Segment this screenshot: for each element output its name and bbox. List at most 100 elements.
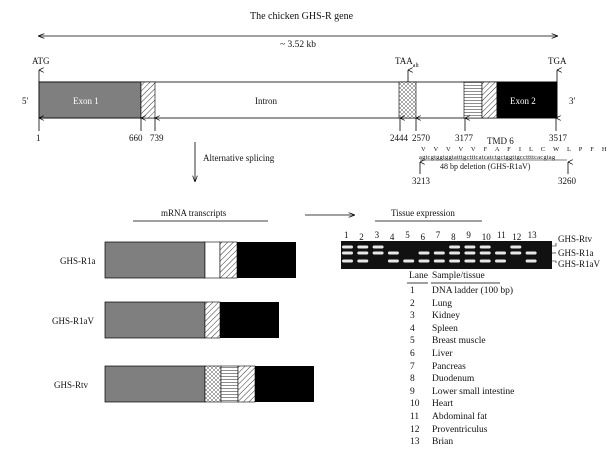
deletion-label: 48 bp deletion (GHS-R1aV)	[440, 162, 531, 171]
pos-3517: 3517	[549, 133, 567, 143]
gel-lane-number: 8	[451, 232, 456, 242]
gel-lane-number: 2	[359, 232, 364, 242]
position-arrows	[38, 118, 568, 174]
gel-band	[449, 259, 461, 263]
gel-lane-number: 1	[344, 230, 349, 240]
transcript-r1a	[104, 241, 296, 279]
intron-label: Intron	[255, 96, 277, 106]
gel-band	[372, 245, 384, 249]
gel-band	[464, 245, 476, 249]
exon1-block	[38, 81, 142, 119]
band-label-r1a: GHS-R1a	[558, 248, 594, 258]
gel-band	[418, 251, 430, 255]
legend-tissue-name: Liver	[432, 349, 453, 359]
stop-codon-label: TGA	[548, 56, 567, 66]
gel-band	[418, 259, 430, 263]
transcript-label-rtv: GHS-Rtv	[54, 380, 89, 390]
tmd6-region	[463, 81, 483, 119]
gel-band	[403, 259, 415, 263]
exon1-alt-region	[140, 81, 156, 119]
exon1-label: Exon 1	[73, 96, 99, 106]
gel-band	[525, 251, 537, 255]
band-label-rtv: GHS-Rtv	[558, 234, 593, 244]
pos-660: 660	[129, 133, 143, 143]
gel-band	[479, 251, 491, 255]
tmd6-label: TMD 6	[487, 136, 514, 146]
gel-lane-number: 13	[527, 230, 537, 240]
exon2-label: Exon 2	[510, 96, 536, 106]
legend-lane-number: 2	[410, 298, 415, 309]
pos-739: 739	[150, 133, 164, 143]
tissue-title: Tissue expression	[391, 208, 455, 218]
gel-lane-number: 5	[405, 230, 410, 240]
legend-lane-number: 1	[410, 286, 415, 296]
gel-band	[495, 251, 506, 255]
gel-band	[342, 259, 353, 263]
amino-acid-sequence: V V V V V F A F I L C W L P F H V	[421, 146, 613, 153]
gel-bands	[342, 245, 537, 263]
start-codon-label: ATG	[32, 56, 50, 66]
gel-band	[464, 251, 476, 255]
gel-band	[510, 251, 522, 255]
three-prime-label: 3′	[569, 96, 576, 106]
deletion-region	[481, 81, 498, 119]
gel-band	[495, 259, 506, 263]
legend-lane-header: Lane	[409, 271, 428, 281]
legend-lane-number: 4	[410, 323, 415, 334]
pos-1: 1	[36, 133, 41, 143]
legend-tissue-name: Proventriculus	[432, 424, 488, 435]
exon2-block	[496, 81, 558, 119]
gel-band	[372, 251, 384, 255]
gel-lane-number: 4	[389, 232, 395, 242]
gel-band	[342, 245, 353, 249]
legend-tissue-name: Spleen	[432, 323, 458, 334]
legend-lane-number: 6	[410, 349, 415, 359]
gel-lane-number: 11	[497, 230, 506, 240]
nucleotide-sequence: agtcgtggtggtatttgctttcatcatctgctggttgcct…	[419, 154, 556, 161]
legend-tissue-name: Lung	[432, 298, 453, 309]
gel-lane-number: 12	[512, 232, 522, 242]
gel-lane-number: 9	[466, 230, 471, 240]
mrna-title: mRNA transcripts	[161, 208, 227, 218]
band-label-r1av: GHS-R1aV	[558, 259, 600, 269]
alt-exon-region	[398, 81, 417, 119]
gene-length: ~ 3.52 kb	[280, 40, 317, 50]
legend-lane-number: 12	[410, 424, 420, 435]
gel-band	[357, 245, 369, 249]
five-prime-label: 5′	[22, 96, 29, 106]
gel-band	[357, 259, 369, 263]
legend-tissue-name: Heart	[432, 399, 454, 410]
gel-band	[525, 259, 537, 263]
gel-lane-number: 6	[420, 232, 426, 242]
gel-band	[433, 251, 445, 255]
pos-3213: 3213	[412, 176, 430, 186]
pos-3260: 3260	[558, 176, 576, 186]
alt-stop-label: TAAalt	[395, 56, 419, 69]
legend-tissue-name: DNA ladder (100 bp)	[432, 286, 513, 296]
legend-tissue-name: Abdominal fat	[432, 412, 488, 422]
legend-lane-number: 11	[410, 412, 420, 422]
pos-3177: 3177	[455, 133, 473, 143]
gel-lane-number: 10	[481, 232, 491, 242]
legend-tissue-name: Brian	[432, 437, 454, 448]
figure-title: The chicken GHS-R gene	[250, 11, 354, 22]
gel-band	[479, 259, 491, 263]
gel-lane-number: 3	[374, 230, 380, 240]
legend-lane-number: 13	[410, 437, 420, 448]
gel-band	[342, 251, 353, 255]
legend-tissue-name: Breast muscle	[432, 336, 486, 347]
transcript-r1av	[104, 301, 279, 339]
legend-lane-number: 8	[410, 374, 415, 385]
legend-lane-number: 3	[410, 311, 415, 322]
legend-lane-number: 9	[410, 386, 415, 397]
transcript-rtv	[104, 365, 314, 403]
gel-lane-number: 7	[435, 230, 441, 240]
splicing-label: Alternative splicing	[203, 153, 275, 163]
legend-tissue-header: Sample/tissue	[432, 271, 485, 281]
gel-band	[464, 259, 476, 263]
band-label-lines	[552, 243, 557, 263]
gel-band	[479, 245, 491, 249]
legend-lane-number: 5	[410, 336, 415, 347]
gel-band	[387, 251, 399, 255]
